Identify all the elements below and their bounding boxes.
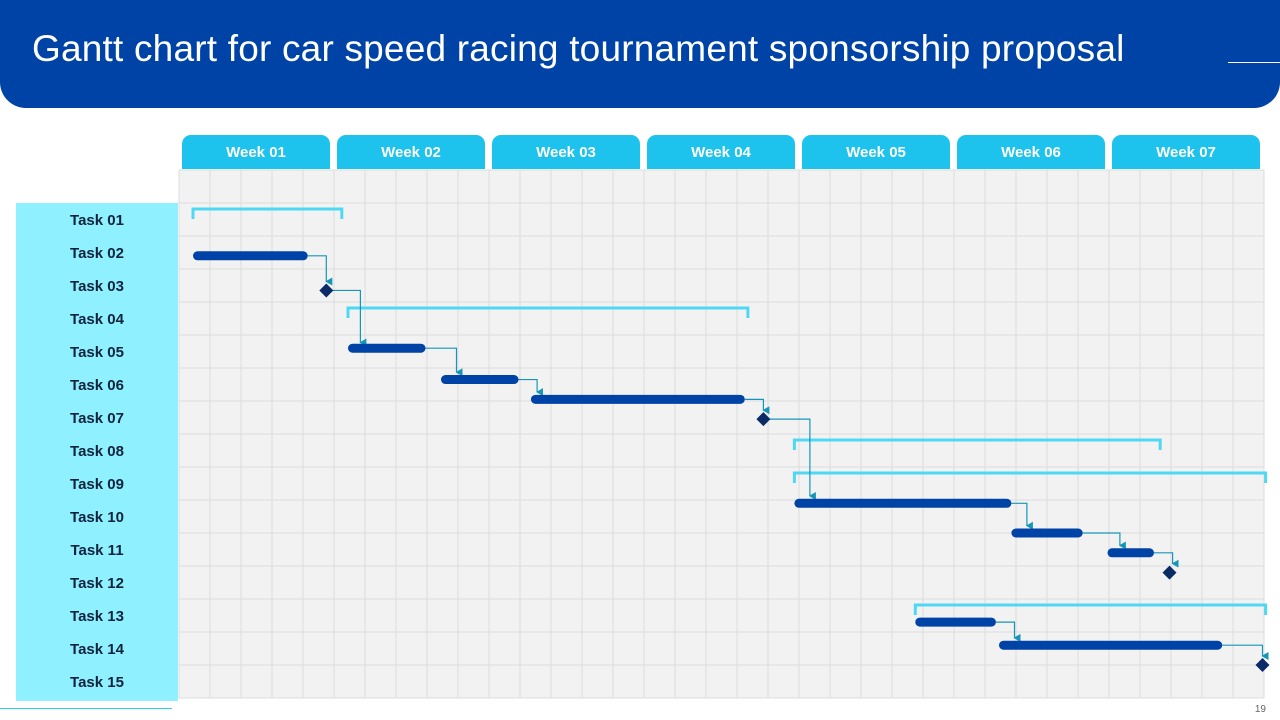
dependency-arrow [995,621,1021,642]
week-tab: Week 03 [492,135,640,169]
milestone-diamond [1162,565,1177,580]
task-bar [441,375,519,385]
summary-bracket [792,438,1162,450]
summary-bracket [191,207,344,219]
task-bar [1011,528,1083,538]
title-underline [1228,62,1280,63]
dependency-arrow [518,378,544,397]
task-bar [348,343,426,353]
dependency-arrow [744,398,770,415]
task-label: Task 08 [70,443,124,460]
task-label: Task 02 [70,245,124,262]
page-number: 19 [1254,704,1266,715]
task-label: Task 12 [70,575,124,592]
task-label: Task 09 [70,476,124,493]
week-tab: Week 07 [1112,135,1260,169]
summary-bracket [792,471,1268,483]
task-bar [915,617,996,627]
task-label: Task 06 [70,377,124,394]
dependency-arrow [307,255,333,286]
task-label: Task 13 [70,608,124,625]
task-label: Task 15 [70,674,124,691]
slide-title: Gantt chart for car speed racing tournam… [32,28,1125,69]
dependency-arrow [1011,502,1033,530]
dependency-arrow [326,289,367,347]
summary-bracket [346,306,750,318]
title-banner: Gantt chart for car speed racing tournam… [0,0,1280,108]
week-tab: Week 01 [182,135,330,169]
task-label: Task 03 [70,278,124,295]
task-bar [794,498,1012,508]
task-label: Task 04 [70,311,124,328]
task-label: Task 10 [70,509,124,526]
milestone-diamond [1255,658,1270,672]
dependency-arrow [1082,532,1126,550]
task-bar [193,251,308,261]
task-label: Task 11 [70,542,124,559]
task-bar [530,394,745,404]
week-tab: Week 02 [337,135,485,169]
week-tab: Week 04 [647,135,795,169]
dependency-arrow [1154,552,1179,568]
footer-rule [0,708,172,709]
summary-bracket [913,603,1268,615]
milestone-diamond [319,283,334,298]
dependency-arrow [763,418,816,500]
task-label: Task 01 [70,212,124,229]
dependency-arrow [1222,644,1269,661]
week-tab: Week 06 [957,135,1105,169]
task-label: Task 14 [70,641,124,658]
task-column [16,203,178,701]
week-tab: Week 05 [802,135,950,169]
dependency-arrow [425,347,463,377]
milestone-diamond [756,412,771,427]
task-label: Task 07 [70,410,124,427]
task-bar [999,640,1223,650]
task-bar [1107,548,1154,558]
task-label: Task 05 [70,344,124,361]
